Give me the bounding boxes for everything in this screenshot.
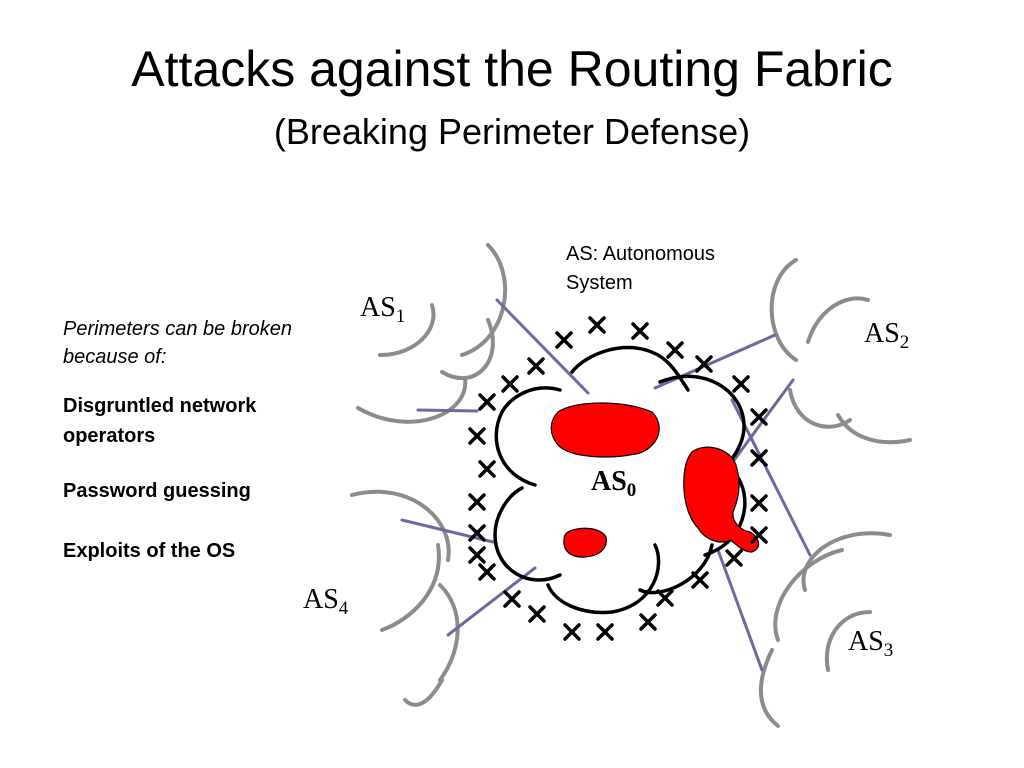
link-as2-top	[653, 333, 777, 390]
cross	[639, 613, 657, 631]
perimeter-note: Perimeters can be broken because of:	[63, 318, 293, 368]
compromised-area-1	[550, 402, 660, 458]
cross	[750, 408, 768, 426]
link-as3-bottom	[716, 548, 764, 672]
cross	[503, 590, 521, 608]
cross	[750, 526, 768, 544]
cross	[555, 331, 573, 349]
as-definition-line2: System	[566, 272, 633, 294]
link-as1-left	[416, 408, 479, 413]
cross	[528, 605, 546, 623]
cross	[750, 449, 768, 467]
as4-arc-4	[403, 678, 444, 707]
cross	[656, 589, 674, 607]
cause-os-exploits: Exploits of the OS	[63, 540, 236, 562]
neighbor-arcs	[350, 243, 912, 728]
as3-arc-4	[759, 648, 780, 728]
cross	[501, 375, 519, 393]
as2-arc-4	[836, 413, 912, 445]
link-as4-bottom	[446, 566, 537, 637]
as-definition: AS: Autonomous System	[566, 240, 786, 298]
compromised-regions	[550, 402, 760, 558]
cross	[695, 355, 713, 373]
link-as1-top	[495, 298, 590, 395]
cross	[666, 341, 684, 359]
as4-arc-1	[350, 489, 451, 562]
as4-label: AS4	[303, 584, 349, 619]
as4-arc-3	[438, 583, 460, 682]
link-as4-top	[400, 518, 495, 544]
as3-arc-1	[801, 531, 892, 592]
cross	[468, 524, 486, 542]
as3-arc-3	[824, 610, 872, 672]
cross	[468, 427, 486, 445]
slide-subtitle: (Breaking Perimeter Defense)	[273, 111, 751, 152]
perimeter-crosses	[468, 316, 768, 641]
cross	[725, 549, 743, 567]
as2-label: AS2	[864, 318, 910, 353]
cross	[478, 563, 496, 581]
cause-disgruntled-operators: Disgruntled network operators	[63, 395, 257, 447]
slide-title: Attacks against the Routing Fabric	[131, 41, 893, 97]
cross	[468, 493, 486, 511]
cross	[596, 623, 614, 641]
cross	[631, 322, 649, 340]
as1-arc-3	[440, 318, 495, 380]
cross	[691, 571, 709, 589]
compromised-area-3	[563, 527, 607, 558]
cross	[588, 316, 606, 334]
cross	[527, 357, 545, 375]
as4-arc-2	[380, 543, 441, 632]
as-definition-line1: AS: Autonomous	[566, 243, 715, 265]
cross	[563, 623, 581, 641]
compromised-area-2	[683, 446, 760, 553]
cross	[750, 494, 768, 512]
as3-arc-2	[773, 548, 844, 642]
as1-arc-4	[356, 376, 468, 424]
as2-arc-2	[806, 296, 870, 344]
cross	[478, 393, 496, 411]
as1-label: AS1	[360, 292, 406, 327]
cross	[478, 460, 496, 478]
as3-label: AS3	[848, 626, 894, 661]
as1-arc-2	[378, 303, 436, 357]
cross	[468, 546, 486, 564]
as0-label: AS0	[591, 466, 637, 501]
cross	[732, 375, 750, 393]
cause-password-guessing: Password guessing	[63, 480, 251, 502]
as2-arc-1	[769, 258, 798, 362]
